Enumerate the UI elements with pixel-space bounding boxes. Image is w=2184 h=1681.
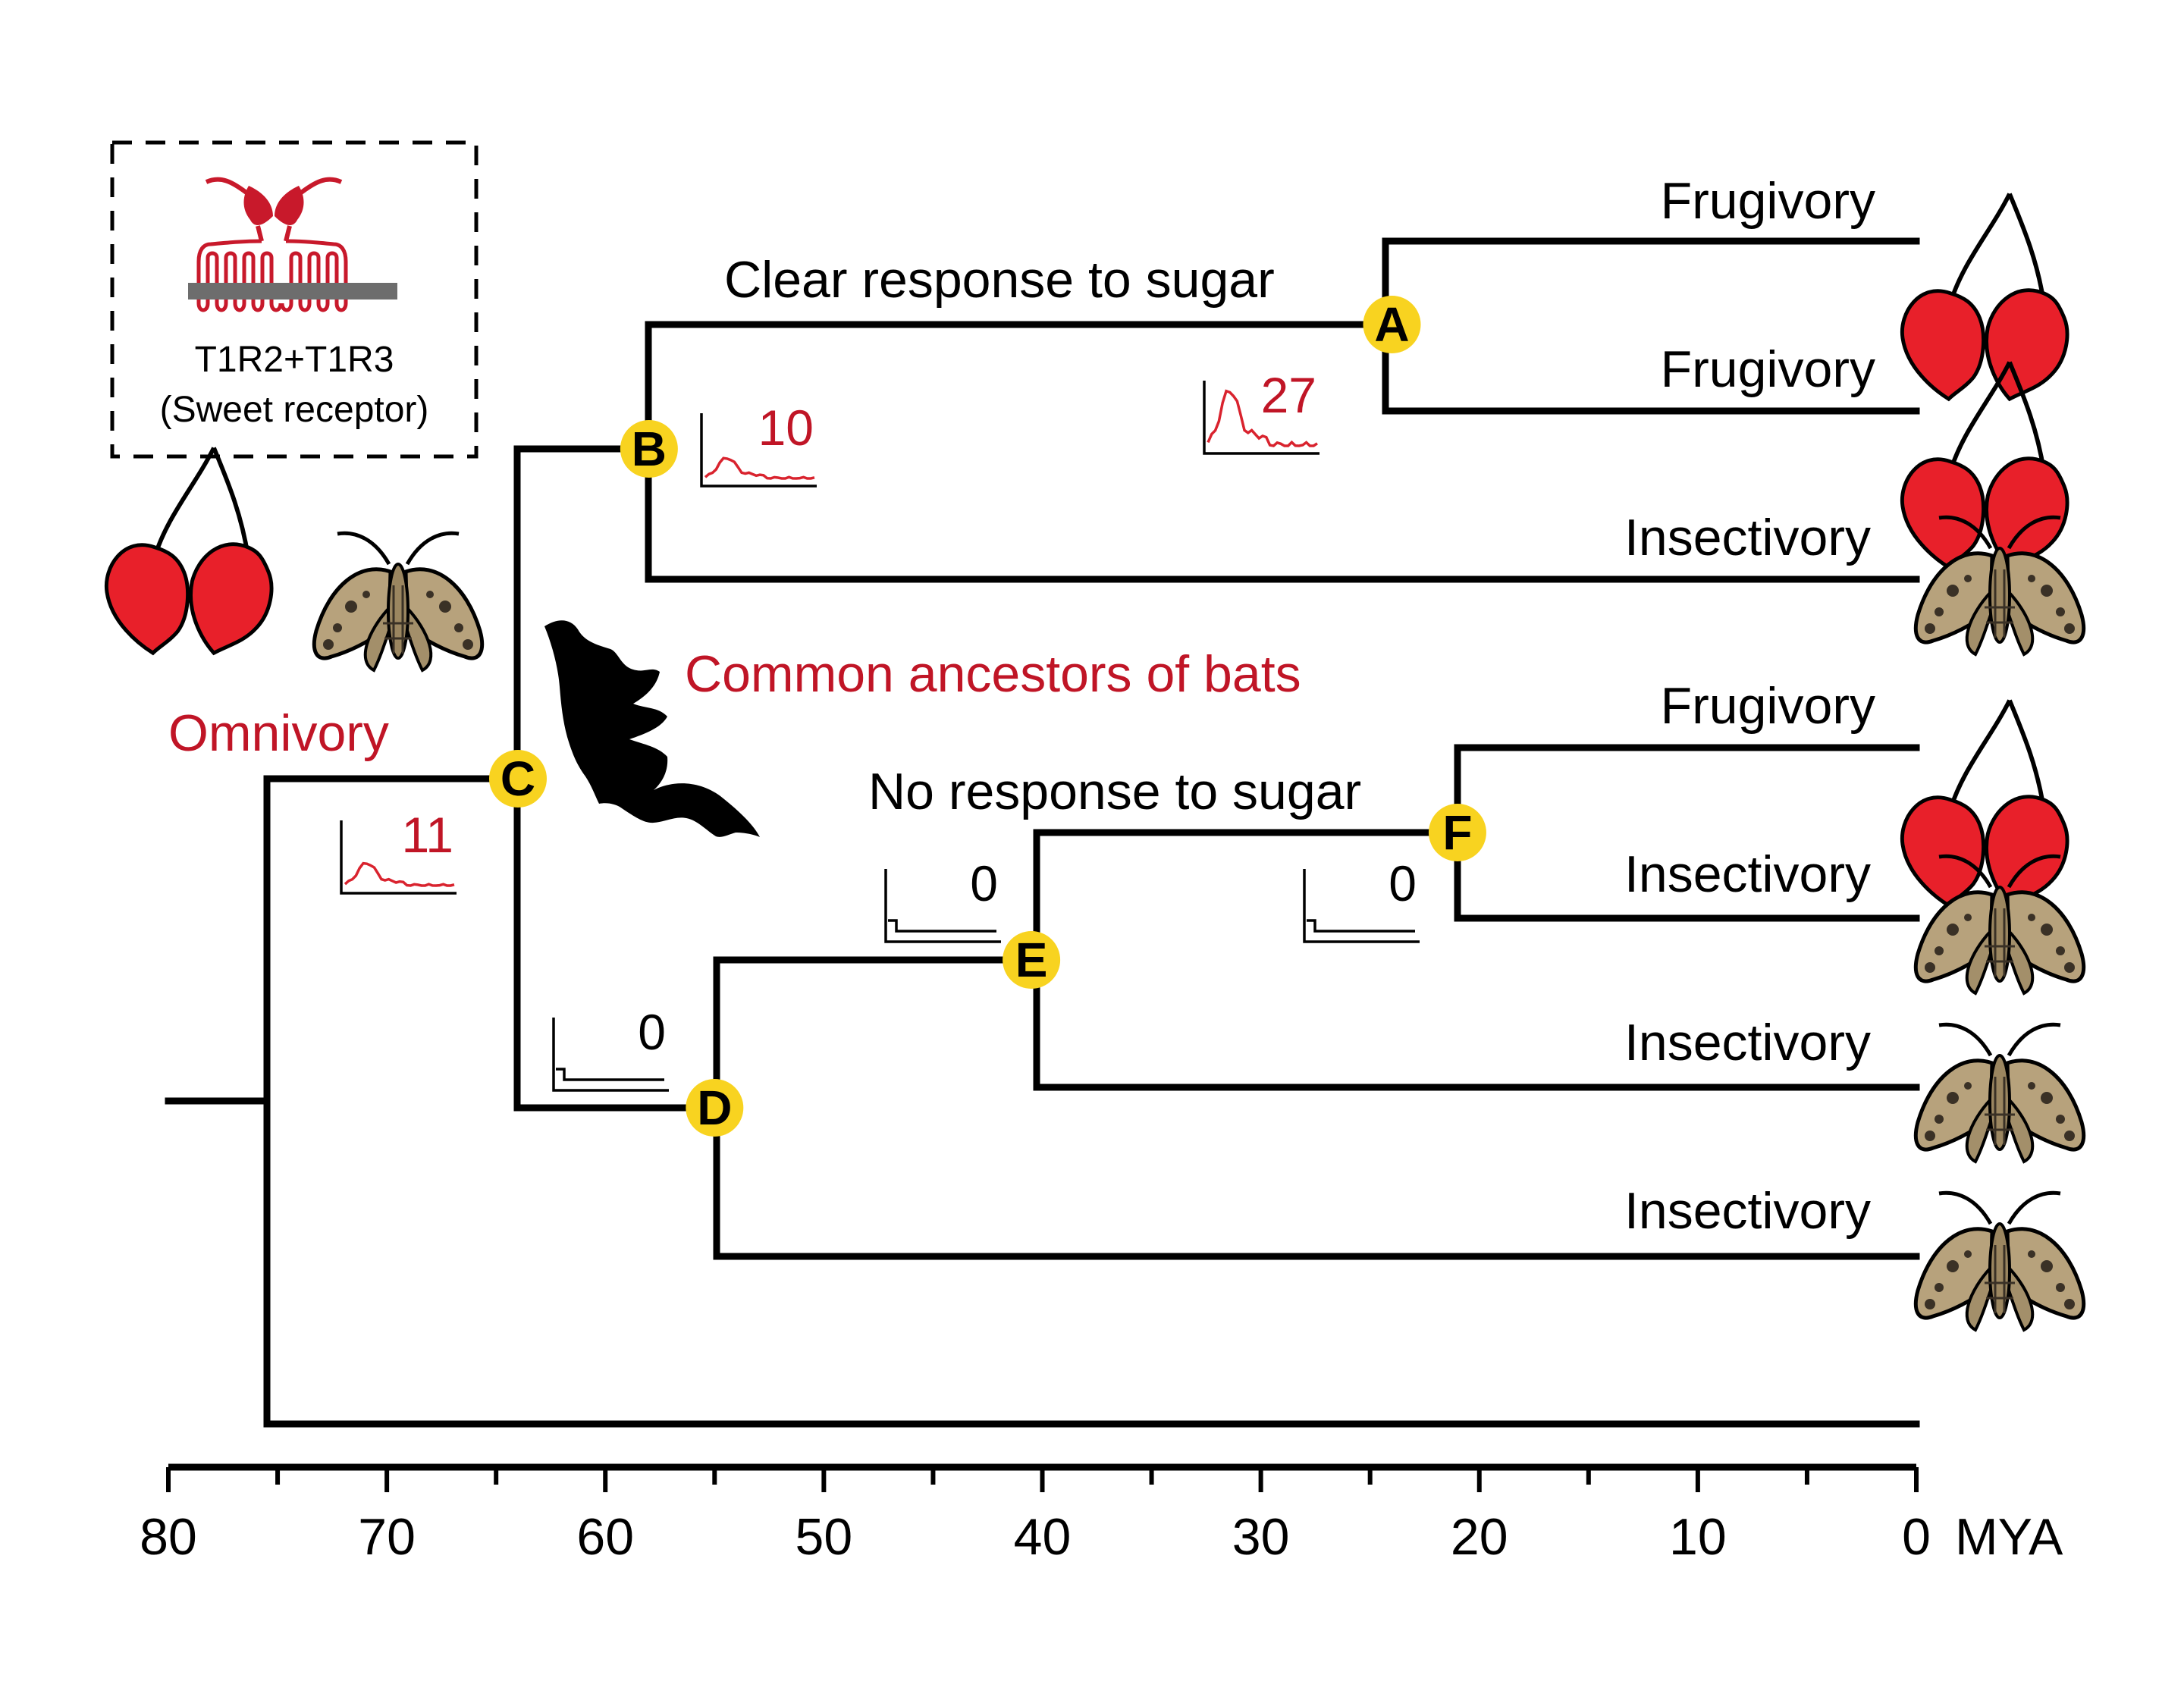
receptor-inset: T1R2+T1R3 (Sweet receptor): [110, 140, 479, 459]
cherry-icon: [1902, 194, 2067, 400]
node-marker: [1428, 804, 1486, 861]
axis-tick-label: 20: [1451, 1508, 1508, 1566]
axis-tick-label: 60: [576, 1508, 634, 1566]
response-value: 10: [758, 400, 814, 456]
response-trace: [556, 1068, 664, 1081]
axis-tick-label: 80: [140, 1508, 197, 1566]
response-value: 27: [1261, 367, 1316, 423]
cherry-icon: [106, 448, 271, 654]
node-marker: [1363, 296, 1421, 353]
common-ancestors-label: Common ancestors of bats: [685, 645, 1301, 703]
moth-icon: [314, 533, 482, 670]
node-marker: [620, 420, 678, 478]
moth-icon: [1916, 1193, 2083, 1330]
response-trace: [1207, 389, 1318, 447]
bat-icon: [544, 620, 760, 837]
graph-axes: [340, 820, 457, 895]
node-letter: E: [1015, 933, 1048, 987]
axis-tick-label: 50: [795, 1508, 853, 1566]
receptor-sublabel: (Sweet receptor): [160, 390, 429, 430]
response-graphs: 11 10 27 0 0 0: [340, 367, 1420, 1092]
node-marker: [686, 1079, 744, 1137]
receptor-icon: [188, 177, 397, 312]
axis-tick-label: 30: [1232, 1508, 1290, 1566]
graph-axes: [700, 413, 817, 488]
response-graph-d: 0: [552, 1004, 669, 1092]
tip-label: Frugivory: [1661, 677, 1875, 735]
axis-tick-label: 70: [358, 1508, 416, 1566]
node-marker: [1003, 931, 1061, 989]
omnivory-label: Omnivory: [168, 704, 389, 762]
tip-label: Insectivory: [1624, 1182, 1871, 1240]
tip-label: Insectivory: [1624, 1014, 1871, 1071]
graph-axes: [552, 1018, 669, 1092]
response-value: 11: [401, 807, 453, 863]
no-response-label: No response to sugar: [868, 763, 1361, 820]
clear-response-label: Clear response to sugar: [724, 251, 1275, 309]
moth-icon: [1916, 1024, 2083, 1162]
response-value: 0: [970, 855, 998, 911]
response-graph-f: 0: [1303, 855, 1420, 943]
axis-tick-label: 10: [1669, 1508, 1727, 1566]
response-trace: [344, 861, 455, 887]
cherry-icon: [1902, 701, 2067, 906]
response-value: 0: [638, 1004, 666, 1060]
response-graph-c: 11: [340, 807, 457, 895]
tree-nodes: A B C D E F: [489, 296, 1486, 1137]
response-graph-b: 10: [700, 400, 817, 488]
time-axis: 80 70 60 50 40 30 20 10 0 MYA: [140, 1463, 2063, 1566]
node-d: D: [686, 1079, 744, 1137]
node-letter: A: [1374, 297, 1409, 352]
axis-tick-label: 40: [1014, 1508, 1072, 1566]
graph-axes: [884, 869, 1001, 943]
tip-label: Insectivory: [1624, 845, 1871, 903]
axis-ticks: 80 70 60 50 40 30 20 10 0: [140, 1467, 1931, 1566]
axis-tick-label: 0: [1902, 1508, 1931, 1566]
tip-label: Frugivory: [1661, 340, 1875, 398]
graph-axes: [1303, 869, 1420, 943]
node-marker: [489, 750, 547, 808]
node-a: A: [1363, 296, 1421, 353]
tip-icons: [1902, 194, 2083, 1330]
response-graph-a: 27: [1203, 367, 1320, 455]
node-c: C: [489, 750, 547, 808]
axis-unit: MYA: [1955, 1508, 2063, 1566]
response-value: 0: [1389, 855, 1417, 911]
receptor-label: T1R2+T1R3: [195, 340, 394, 380]
node-letter: F: [1442, 805, 1472, 860]
response-graph-e: 0: [884, 855, 1001, 943]
graph-axes: [1203, 381, 1320, 455]
node-letter: D: [697, 1080, 732, 1135]
response-trace: [704, 456, 815, 480]
node-letter: C: [500, 751, 535, 806]
node-f: F: [1428, 804, 1486, 861]
tip-label: Insectivory: [1624, 509, 1871, 566]
node-e: E: [1003, 931, 1061, 989]
node-b: B: [620, 420, 678, 478]
response-trace: [1307, 919, 1415, 933]
tip-label: Frugivory: [1661, 172, 1875, 230]
tip-labels: Frugivory Frugivory Insectivory Frugivor…: [1624, 172, 1875, 1240]
node-letter: B: [632, 422, 667, 476]
response-trace: [888, 919, 996, 933]
